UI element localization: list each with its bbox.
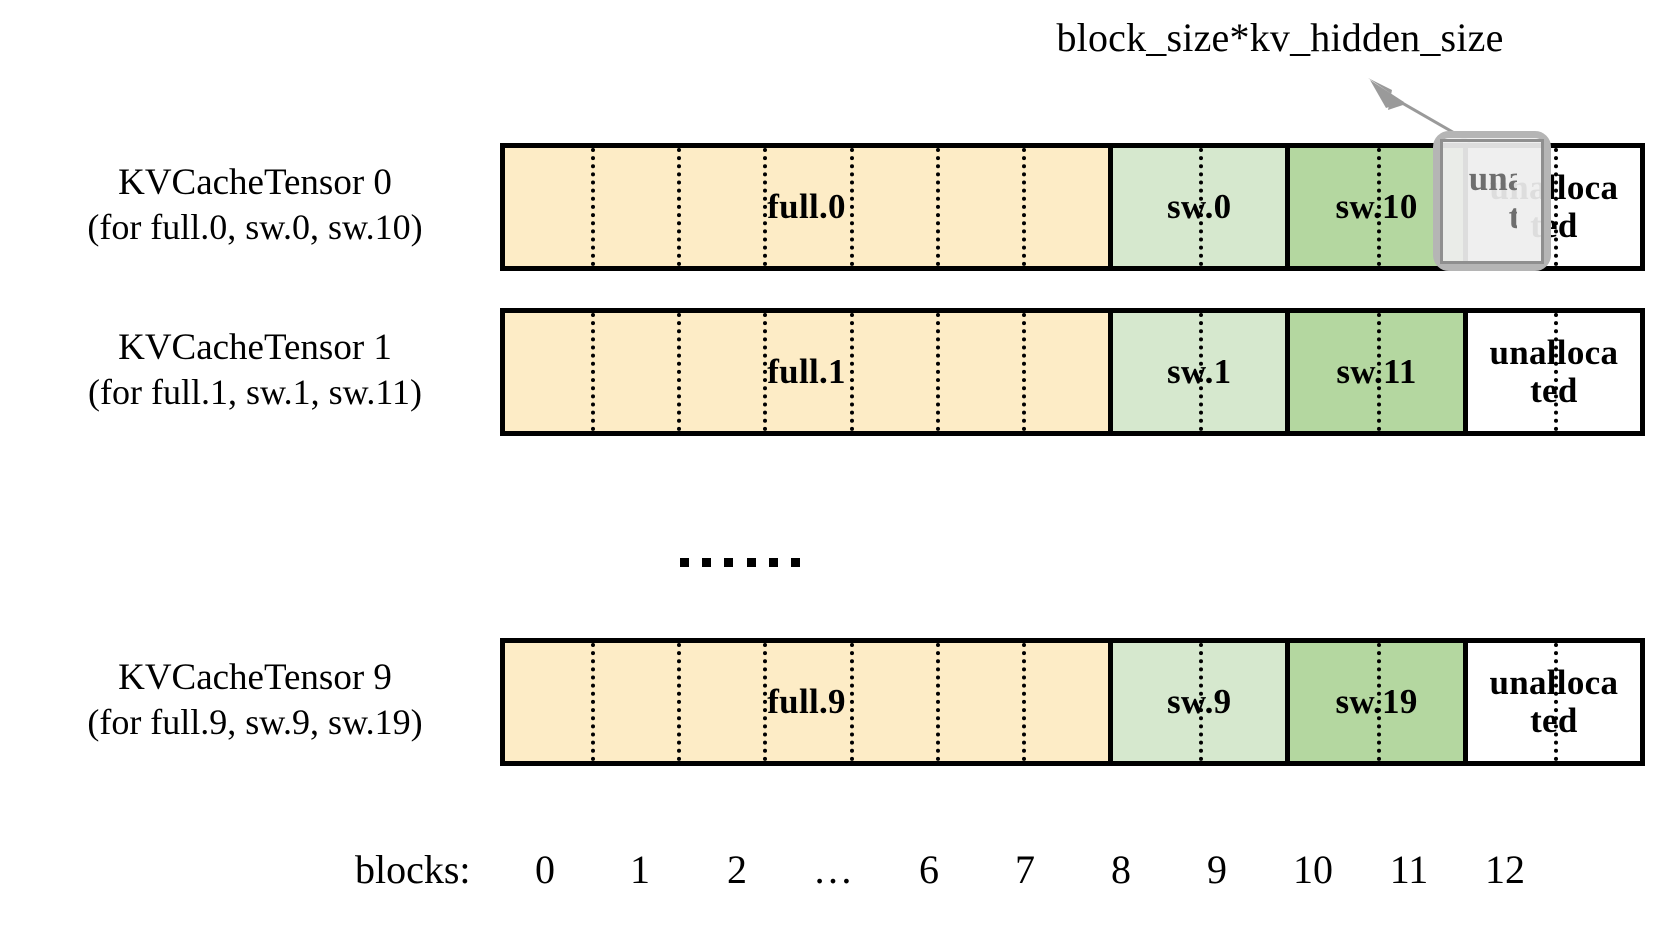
- segment-label: full.0: [767, 187, 846, 227]
- segment-label: sw.9: [1167, 682, 1232, 722]
- axis-tick: 2: [727, 847, 747, 892]
- segment-label: sw.0: [1167, 187, 1232, 227]
- segment-unallocated[interactable]: unalloca ted: [1462, 643, 1641, 761]
- axis-tick: 7: [1015, 847, 1035, 892]
- annotation-label: block_size*kv_hidden_size: [1056, 15, 1504, 60]
- kvcache-tensor-bar: full.1 sw.1 sw.11 unalloca ted: [500, 308, 1645, 436]
- axis-tick: 12: [1485, 847, 1525, 892]
- segment-label: unalloca ted: [1489, 333, 1619, 410]
- tensor-subtitle: (for full.0, sw.0, sw.10): [87, 206, 423, 247]
- segment-unallocated[interactable]: unalloca ted: [1462, 313, 1641, 431]
- tensor-title: KVCacheTensor 1: [118, 327, 392, 369]
- tensor-row: KVCacheTensor 0 (for full.0, sw.0, sw.10…: [0, 135, 1676, 275]
- segment-label: sw.19: [1335, 682, 1418, 722]
- segment-sw-light[interactable]: sw.1: [1108, 313, 1286, 431]
- tensor-row: KVCacheTensor 9 (for full.9, sw.9, sw.19…: [0, 630, 1676, 770]
- segment-label: unalloca ted: [1489, 663, 1619, 740]
- segment-label: sw.11: [1336, 352, 1417, 392]
- tensor-row-label: KVCacheTensor 0 (for full.0, sw.0, sw.10…: [20, 135, 490, 275]
- ellipsis-dot: [790, 558, 800, 567]
- segment-sw-dark[interactable]: sw.11: [1285, 313, 1463, 431]
- highlight-callout-box[interactable]: [1433, 131, 1551, 271]
- highlight-callout-inner-border: [1440, 139, 1544, 264]
- segment-full[interactable]: full.1: [505, 313, 1109, 431]
- segment-full[interactable]: full.0: [505, 148, 1109, 266]
- segment-sw-light[interactable]: sw.9: [1108, 643, 1286, 761]
- ellipsis-separator: [680, 558, 800, 567]
- axis-tick: 10: [1293, 847, 1333, 892]
- axis-tick: 6: [919, 847, 939, 892]
- axis-tick: 8: [1111, 847, 1131, 892]
- blocks-axis-caption: blocks:: [355, 847, 471, 892]
- kvcache-tensor-bar: full.9 sw.9 sw.19 unalloca ted: [500, 638, 1645, 766]
- tensor-title: KVCacheTensor 0: [118, 162, 392, 204]
- tensor-row: KVCacheTensor 1 (for full.1, sw.1, sw.11…: [0, 300, 1676, 440]
- tensor-title: KVCacheTensor 9: [118, 657, 392, 699]
- segment-sw-light[interactable]: sw.0: [1108, 148, 1286, 266]
- tensor-row-label: KVCacheTensor 9 (for full.9, sw.9, sw.19…: [20, 630, 490, 770]
- tensor-subtitle: (for full.9, sw.9, sw.19): [87, 701, 423, 742]
- axis-tick: 11: [1389, 847, 1429, 892]
- tensor-row-label: KVCacheTensor 1 (for full.1, sw.1, sw.11…: [20, 300, 490, 440]
- blocks-axis: blocks: 0 1 2 … 6 7 8 9 10 11 12: [0, 850, 1676, 910]
- ellipsis-dot: [746, 558, 756, 567]
- ellipsis-dot: [724, 558, 734, 567]
- segment-label: full.1: [767, 352, 846, 392]
- axis-tick: 1: [630, 847, 650, 892]
- segment-label: sw.1: [1167, 352, 1232, 392]
- segment-full[interactable]: full.9: [505, 643, 1109, 761]
- segment-sw-dark[interactable]: sw.19: [1285, 643, 1463, 761]
- axis-tick: …: [813, 847, 853, 892]
- ellipsis-dot: [768, 558, 778, 567]
- ellipsis-dot: [680, 558, 689, 567]
- axis-tick: 0: [535, 847, 555, 892]
- axis-tick: 9: [1207, 847, 1227, 892]
- ellipsis-dot: [702, 558, 712, 567]
- segment-label: sw.10: [1335, 187, 1418, 227]
- segment-label: full.9: [767, 682, 846, 722]
- tensor-subtitle: (for full.1, sw.1, sw.11): [88, 371, 422, 412]
